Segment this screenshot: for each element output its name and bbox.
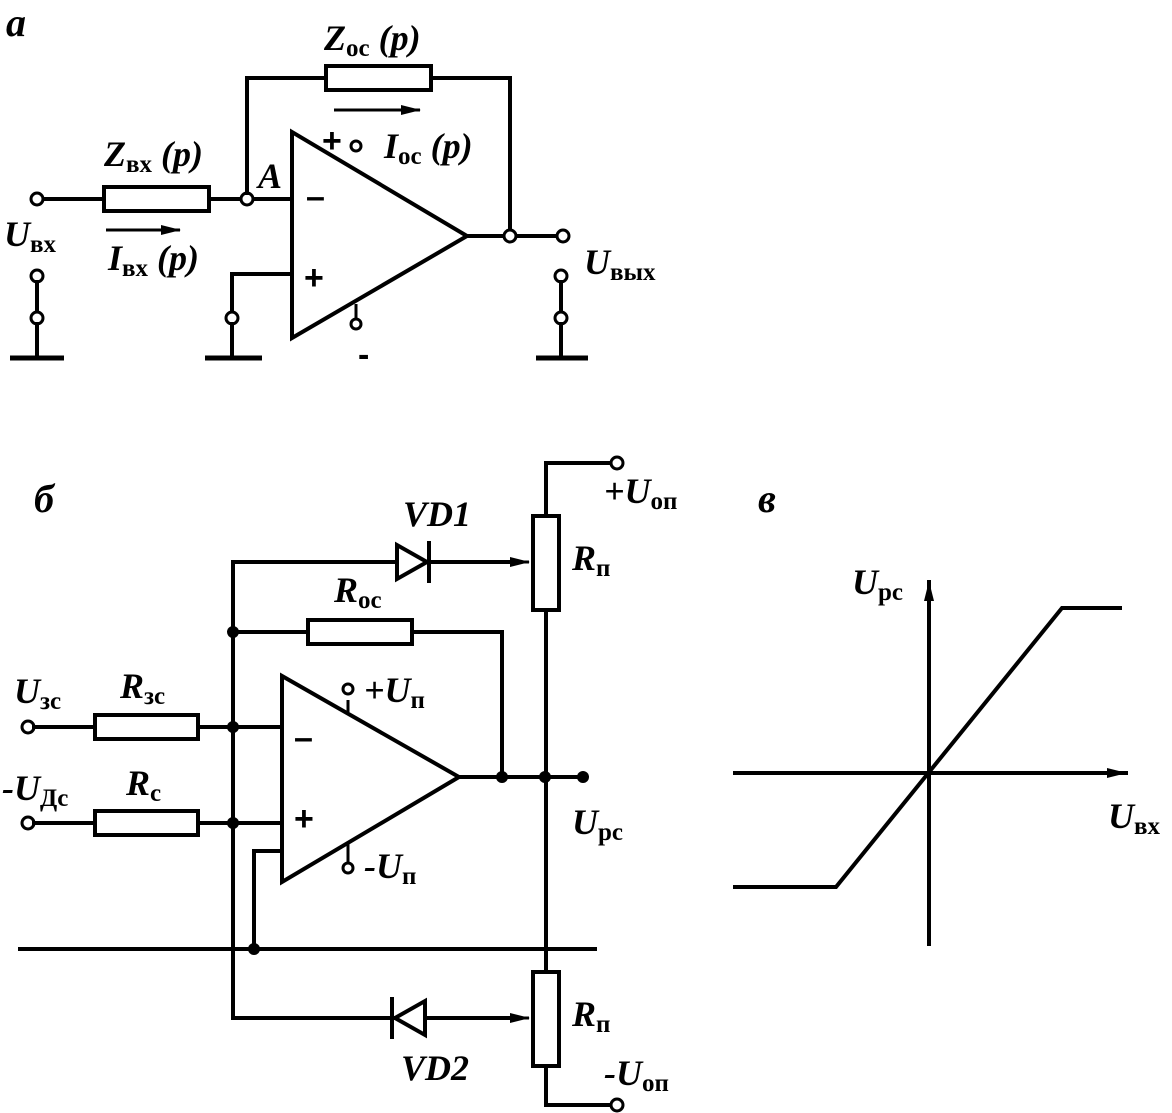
supply-terminal-minus [341,861,355,875]
opamp-a-plus: + [304,259,324,297]
supply-minus-sign: - [358,336,369,374]
r-feedback-wire [231,630,504,779]
opamp-a-minus: – [306,178,325,216]
diode-vd1-icon [395,541,432,583]
output-terminal [555,228,571,244]
vd1-label: VD1 [403,494,471,534]
opamp-b [280,672,463,886]
junction-dot [496,771,508,783]
junction-dot [227,721,239,733]
opamp-a [290,128,471,342]
node-a-label: A [256,156,282,196]
supply-terminal-plus [349,139,363,153]
opamp-b-plus: + [294,800,314,838]
u-zs-label: Uзс [14,671,61,715]
supply-plus-label: +Uп [364,670,425,714]
x-axis-label: Uвх [1108,796,1161,840]
z-input-resistor [102,185,211,213]
figure-b: б – + [2,455,677,1113]
r-c-resistor [93,809,200,837]
feedback-wire [245,76,512,238]
r-feedback-label: Rос [333,570,382,614]
ref-minus-terminal [609,1097,625,1113]
u-rc-label: Uрс [572,802,623,846]
z-input-label: Zвх (p) [103,134,203,178]
r-zs-resistor [93,713,200,741]
ref-plus-label: +Uоп [604,471,677,515]
i-input-label: Iвх (p) [107,238,199,282]
i-feedback-label: Iос (p) [383,126,473,170]
reference-chain-wire [544,461,617,1107]
output-terminal [577,771,589,783]
figure-b-label: б [34,476,56,521]
figure-a-label: а [6,0,26,45]
transfer-characteristic [733,606,1122,889]
supply-terminal-minus [349,317,363,331]
plus-input-wire [230,272,294,314]
supply-terminal-plus [341,682,355,696]
supply-plus-sign: + [322,122,342,160]
z-feedback-resistor [324,64,433,92]
rp-bottom-label: Rп [571,994,610,1038]
input-terminal [29,191,45,207]
ref-plus-terminal [609,455,625,471]
junction-dot [227,817,239,829]
ground-leg-wire [252,849,284,951]
diode-vd2-icon [390,997,427,1039]
opamp-b-minus: – [294,719,313,757]
u-out-label: Uвых [584,242,656,286]
vd2-label: VD2 [401,1048,469,1088]
ref-minus-label: -Uоп [604,1053,669,1097]
figure-c: в Uрс Uвх [733,476,1161,946]
figure-a: а – + + - [4,0,656,374]
u-in-label: Uвх [4,214,57,258]
r-feedback-resistor [306,618,414,646]
junction-dot [227,626,239,638]
rp-bottom-resistor [531,970,561,1068]
figure-c-label: в [758,476,776,521]
output-node [502,228,518,244]
u-ds-label: -UДс [2,768,68,812]
r-zs-label: Rзс [119,666,165,710]
z-feedback-label: Zос (p) [323,18,421,62]
rp-top-resistor [531,514,561,612]
r-c-label: Rс [125,763,161,807]
rp-top-label: Rп [571,538,610,582]
y-axis-label: Uрс [852,562,903,606]
supply-minus-label: -Uп [364,846,416,890]
